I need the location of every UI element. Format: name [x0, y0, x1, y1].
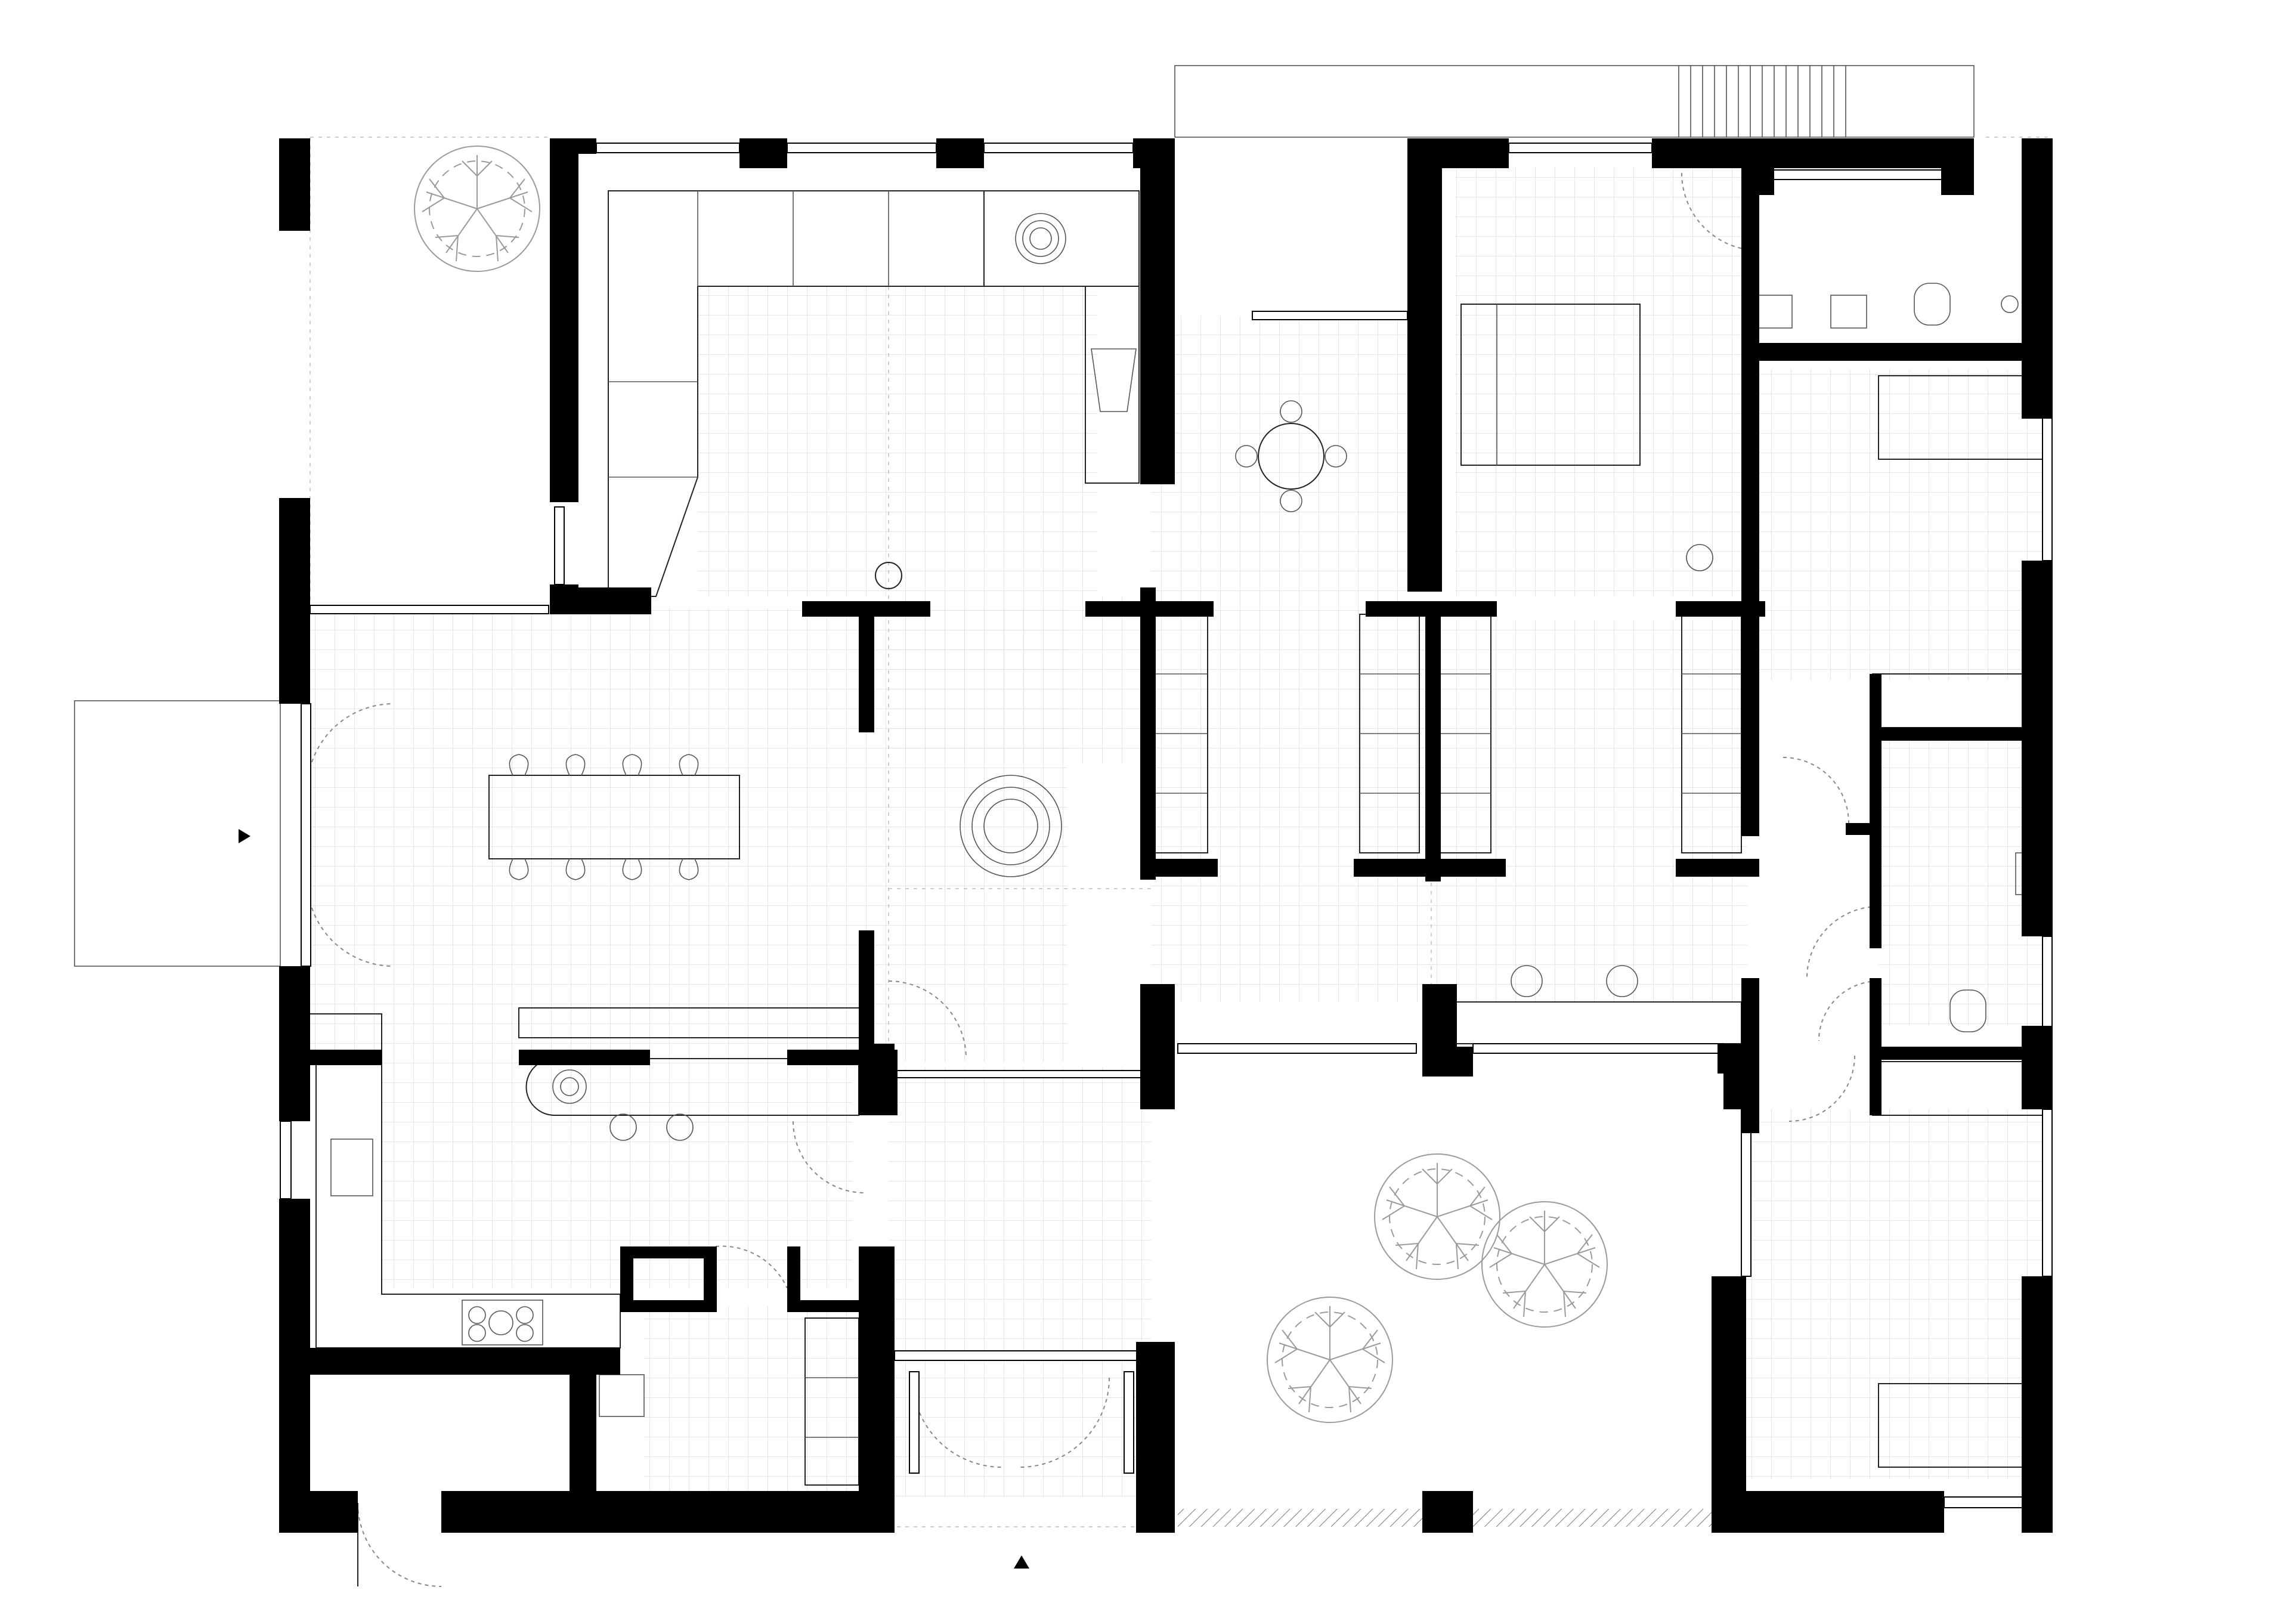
walls	[279, 138, 2053, 1533]
floor-tiles	[310, 167, 2051, 1497]
courtyard-grate	[1178, 1509, 1422, 1527]
entrance-porch	[74, 700, 281, 967]
arrow-up-icon	[1014, 1555, 1029, 1569]
stair-treads	[1678, 66, 1846, 137]
courtyard-grate	[1473, 1509, 1723, 1527]
arrow-right-icon	[239, 829, 250, 843]
